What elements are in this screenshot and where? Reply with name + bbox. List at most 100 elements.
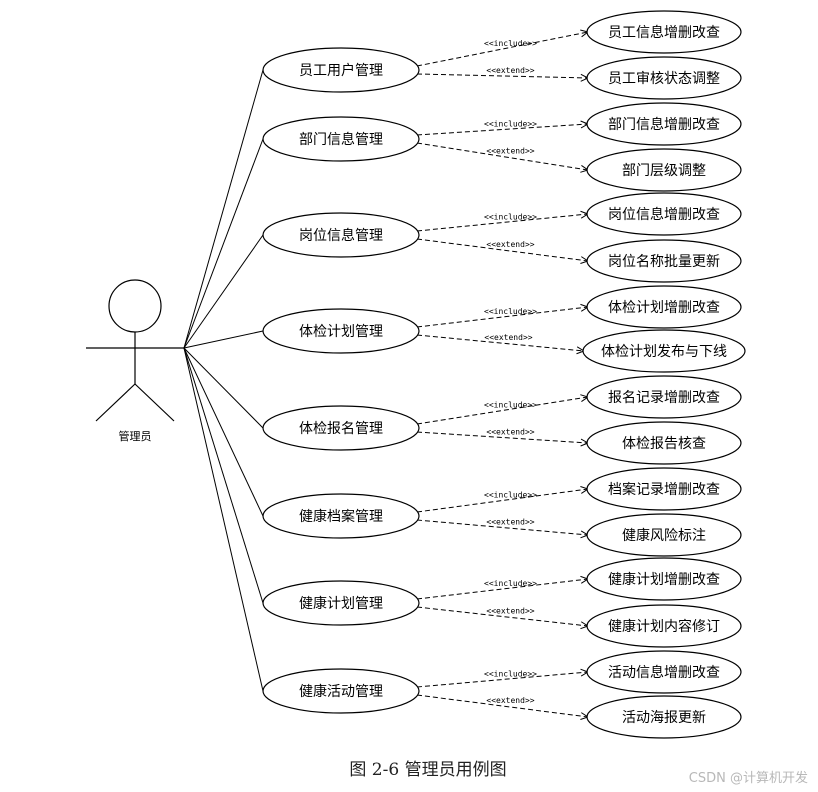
association-line: [183, 330, 264, 349]
dependency-lines: <<include>> <<extend>> <<include>> <<extend…: [416, 29, 590, 721]
association-line: [183, 69, 264, 349]
include-use-case-label: 体检计划增删改查: [608, 300, 720, 316]
include-use-case: 员工信息增删改查: [586, 10, 742, 54]
include-use-case: 档案记录增删改查: [586, 467, 742, 511]
extend-dependency-line: [416, 73, 589, 79]
extend-use-case: 体检计划发布与下线: [582, 329, 746, 373]
include-use-case-label: 报名记录增删改查: [608, 390, 720, 406]
include-dependency-line: [416, 306, 589, 328]
extend-use-case-label: 体检计划发布与下线: [601, 344, 727, 360]
include-use-case-shape: [586, 557, 742, 601]
extend-use-case: 健康风险标注: [586, 513, 742, 557]
extend-dependency-line: [416, 334, 585, 352]
association-line: [183, 138, 264, 349]
include-dependency-line: [416, 396, 589, 425]
association-line: [183, 347, 264, 429]
actor-right-leg: [134, 383, 175, 422]
include-stereotype-label: <<include>>: [484, 491, 537, 500]
include-use-case-label: 员工信息增删改查: [608, 24, 720, 41]
include-use-case-shape: [586, 467, 742, 511]
extend-use-case-label: 健康计划内容修订: [608, 618, 720, 635]
include-dependency-line: [416, 488, 589, 513]
include-use-case-shape: [586, 102, 742, 146]
include-stereotype-label: <<include>>: [484, 39, 537, 48]
include-use-case: 健康计划增删改查: [586, 557, 742, 601]
include-use-case: 岗位信息增删改查: [586, 192, 742, 236]
extend-use-case-shape: [582, 329, 746, 373]
use-case-label: 体检计划管理: [299, 324, 383, 340]
actor-label: 管理员: [119, 429, 152, 443]
use-case: 部门信息管理: [262, 116, 420, 162]
extend-stereotype-label: <<extend>>: [486, 696, 534, 705]
include-use-case: 部门信息增删改查: [586, 102, 742, 146]
extend-use-case-shape: [586, 513, 742, 557]
extend-dependency-line: [416, 519, 589, 536]
include-stereotype-label: <<include>>: [484, 579, 537, 588]
use-case-label: 健康计划管理: [299, 595, 383, 612]
include-use-case-shape: [586, 650, 742, 694]
actor-left-leg: [95, 383, 136, 422]
extend-use-case-label: 员工审核状态调整: [608, 71, 720, 87]
extend-stereotype-label: <<extend>>: [486, 607, 534, 616]
extend-use-case-label: 活动海报更新: [622, 710, 706, 726]
use-case-shape: [262, 116, 420, 162]
extend-use-case-shape: [586, 695, 742, 739]
extend-stereotype-label: <<extend>>: [486, 518, 534, 527]
association-line: [183, 347, 264, 692]
include-stereotype-label: <<include>>: [484, 120, 537, 129]
use-case: 员工用户管理: [262, 47, 420, 93]
use-case-label: 健康档案管理: [299, 508, 383, 525]
use-case-shape: [262, 47, 420, 93]
extend-use-case-shape: [586, 421, 742, 465]
association-line: [183, 347, 264, 517]
include-use-case: 体检计划增删改查: [586, 285, 742, 329]
actor-head: [108, 279, 162, 333]
extend-dependency-line: [416, 606, 589, 627]
include-use-case-label: 部门信息增删改查: [608, 116, 720, 133]
use-case-label: 部门信息管理: [299, 131, 383, 148]
use-case-shape: [262, 308, 420, 354]
include-stereotype-label: <<include>>: [484, 401, 537, 410]
extend-stereotype-label: <<extend>>: [486, 66, 534, 75]
include-use-case-shape: [586, 10, 742, 54]
use-case-shape: [262, 493, 420, 539]
extend-use-case-label: 体检报告核查: [622, 436, 706, 452]
include-use-case-shape: [586, 192, 742, 236]
extend-use-case: 活动海报更新: [586, 695, 742, 739]
include-use-case-label: 活动信息增删改查: [608, 664, 720, 681]
extend-use-case: 健康计划内容修订: [586, 604, 742, 648]
extend-use-case-label: 部门层级调整: [622, 163, 706, 179]
extend-use-case: 岗位名称批量更新: [586, 239, 742, 283]
use-case: 健康活动管理: [262, 668, 420, 714]
extend-use-case: 体检报告核查: [586, 421, 742, 465]
include-use-case-label: 健康计划增删改查: [608, 571, 720, 588]
include-use-case: 活动信息增删改查: [586, 650, 742, 694]
extend-use-case: 员工审核状态调整: [586, 56, 742, 100]
include-dependency-line: [416, 213, 589, 232]
extend-use-case: 部门层级调整: [586, 148, 742, 192]
include-use-case-shape: [586, 285, 742, 329]
use-case-label: 体检报名管理: [299, 421, 383, 437]
extend-stereotype-label: <<extend>>: [484, 333, 532, 342]
use-case-label: 员工用户管理: [299, 62, 383, 79]
use-case-shape: [262, 580, 420, 626]
use-case: 体检计划管理: [262, 308, 420, 354]
use-case-label: 健康活动管理: [299, 683, 383, 700]
extend-stereotype-label: <<extend>>: [486, 428, 534, 437]
include-stereotype-label: <<include>>: [484, 670, 537, 679]
extend-dependency-line: [416, 694, 589, 718]
extend-use-case-label: 健康风险标注: [622, 527, 706, 544]
include-dependency-line: [416, 31, 589, 67]
figure-caption: 图 2-6 管理员用例图: [349, 760, 506, 780]
include-stereotype-label: <<include>>: [484, 213, 537, 222]
association-line: [183, 347, 264, 604]
association-line: [183, 234, 264, 349]
extend-use-case-shape: [586, 56, 742, 100]
extend-dependency-line: [416, 142, 589, 171]
use-case: 健康计划管理: [262, 580, 420, 626]
include-use-case-shape: [586, 375, 742, 419]
use-case: 体检报名管理: [262, 405, 420, 451]
extend-use-case-shape: [586, 148, 742, 192]
